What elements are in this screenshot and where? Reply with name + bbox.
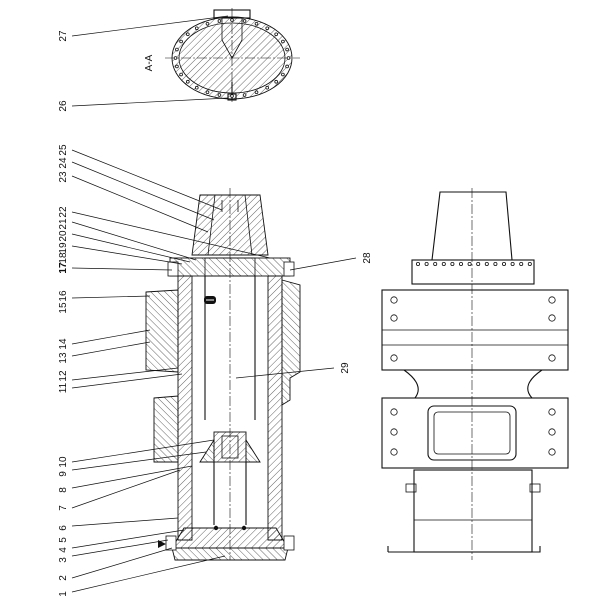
flange-bolt-icon xyxy=(433,261,438,266)
rim-bolt-icon xyxy=(230,18,234,22)
rim-bolt-icon xyxy=(194,85,199,90)
rim-bolt-icon xyxy=(217,93,222,97)
rim-bolt-icon xyxy=(285,47,289,52)
rim-bolt-icon xyxy=(254,90,259,95)
rim-bolt-icon xyxy=(175,47,179,52)
flange-bolt-icon xyxy=(467,261,472,266)
rim-bolt-icon xyxy=(186,79,190,84)
rim-bolt-icon xyxy=(175,64,179,69)
block-bolt-icon xyxy=(390,354,398,362)
rim-bolt-icon xyxy=(265,26,270,31)
rim-bolt-icon xyxy=(179,39,183,44)
part-label-20: 20 xyxy=(58,230,69,242)
part-label-9: 9 xyxy=(58,471,69,477)
flange-bolt-icon xyxy=(424,261,429,266)
part-label-25: 25 xyxy=(58,144,69,156)
rim-bolt-icon xyxy=(265,85,270,90)
part-label-29: 29 xyxy=(340,362,351,374)
flange-bolt-icon xyxy=(527,261,532,266)
rim-bolt-icon xyxy=(186,32,190,37)
flange-bolt-icon xyxy=(450,261,455,266)
part-label-27: 27 xyxy=(58,30,69,42)
part-label-13: 13 xyxy=(58,352,69,364)
part-label-6: 6 xyxy=(58,525,69,531)
part-label-7: 7 xyxy=(58,505,69,511)
part-label-19: 19 xyxy=(58,242,69,254)
part-label-17: 17 xyxy=(58,262,69,274)
rim-bolt-icon xyxy=(205,90,210,95)
block-bolt-icon xyxy=(390,408,398,416)
block-bolt-icon xyxy=(548,428,556,436)
rim-bolt-icon xyxy=(217,19,222,23)
flange-bolt-icon xyxy=(441,261,446,266)
part-label-4: 4 xyxy=(58,547,69,553)
part-label-11: 11 xyxy=(58,382,69,393)
rim-bolt-icon xyxy=(285,64,289,69)
part-label-26: 26 xyxy=(58,100,69,112)
part-label-15: 15 xyxy=(58,302,69,314)
section-a-a-view: A-A xyxy=(144,8,300,104)
rim-bolt-icon xyxy=(274,32,278,37)
part-label-14: 14 xyxy=(58,338,69,350)
part-number-labels: 27 26 25 24 23 22 21 20 19 18 17 16 15 1… xyxy=(58,30,373,597)
rim-bolt-icon xyxy=(194,26,199,31)
rim-bolt-icon xyxy=(205,21,210,26)
rim-bolt-icon xyxy=(281,72,285,77)
rim-bolt-icon xyxy=(281,39,285,44)
rim-bolt-icon xyxy=(286,56,291,60)
part-label-12: 12 xyxy=(58,370,69,382)
block-bolt-icon xyxy=(390,314,398,322)
rim-bolt-icon xyxy=(230,94,234,98)
part-label-22: 22 xyxy=(58,206,69,218)
part-label-16: 16 xyxy=(58,290,69,302)
part-label-2: 2 xyxy=(58,575,69,581)
flange-bolt-icon xyxy=(484,261,489,266)
flange-bolt-icon xyxy=(510,261,515,266)
longitudinal-section-view xyxy=(145,188,301,561)
flange-bolt-icon xyxy=(493,261,498,266)
rim-bolt-icon xyxy=(274,79,278,84)
block-bolt-icon xyxy=(548,354,556,362)
flange-bolt-icon xyxy=(519,261,524,266)
block-bolt-icon xyxy=(548,296,556,304)
flange-bolt-icon xyxy=(476,261,481,266)
part-label-5: 5 xyxy=(58,537,69,543)
part-label-24: 24 xyxy=(58,157,69,169)
block-bolt-icon xyxy=(548,448,556,456)
part-label-3: 3 xyxy=(58,557,69,563)
block-bolt-icon xyxy=(390,448,398,456)
flange-bolt-icon xyxy=(415,261,420,266)
part-label-23: 23 xyxy=(58,171,69,183)
rim-bolt-icon xyxy=(242,93,247,97)
exterior-side-view xyxy=(381,188,569,560)
block-bolt-icon xyxy=(390,296,398,304)
part-label-10: 10 xyxy=(58,456,69,468)
rim-bolt-icon xyxy=(254,21,259,26)
rim-bolt-icon xyxy=(173,56,178,60)
part-label-8: 8 xyxy=(58,487,69,493)
block-bolt-icon xyxy=(548,408,556,416)
leader-lines xyxy=(71,15,357,593)
flange-bolt-icon xyxy=(458,261,463,266)
flange-bolt-icon xyxy=(501,261,506,266)
part-label-21: 21 xyxy=(58,218,69,230)
part-label-28: 28 xyxy=(362,252,373,264)
block-bolt-icon xyxy=(390,428,398,436)
rim-bolt-icon xyxy=(179,72,183,77)
block-bolt-icon xyxy=(548,314,556,322)
part-label-18: 18 xyxy=(58,252,69,264)
rim-bolt-icon xyxy=(242,19,247,23)
part-label-1: 1 xyxy=(58,591,69,597)
section-label-a-a: A-A xyxy=(144,54,155,71)
